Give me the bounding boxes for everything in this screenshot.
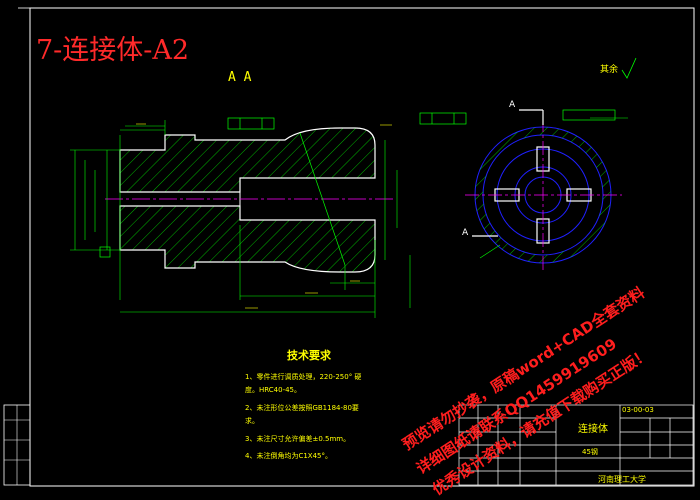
tech-req-heading: 技术要求	[287, 349, 331, 362]
tech-req-line-6: 4、未注倒角均为C1X45°。	[245, 452, 332, 460]
roughness-note: 其余	[600, 65, 619, 75]
section-view	[70, 112, 467, 318]
end-view	[465, 109, 628, 272]
title-block	[458, 404, 694, 486]
roughness-symbol	[621, 57, 637, 79]
section-marker-bottom: A	[462, 228, 469, 238]
drawing-number: 03-00-03	[622, 406, 654, 414]
tech-req-line-1: 1、零件进行调质处理，220-250° 硬	[245, 373, 362, 381]
section-marker-top: A	[509, 100, 516, 110]
university-name: 河南理工大学	[598, 475, 646, 484]
part-name: 连接体	[578, 424, 608, 435]
tech-req-line-2: 度。HRC40-45。	[245, 386, 302, 394]
drawing-title: 7-连接体-A2	[36, 35, 190, 66]
material: 45钢	[582, 448, 598, 456]
section-label: A A	[228, 70, 252, 85]
tech-req-line-3: 2、未注形位公差按照GB1184-80要	[245, 404, 359, 412]
tech-req-line-5: 3、未注尺寸允许偏差±0.5mm。	[245, 435, 351, 443]
tech-req-line-4: 求。	[245, 417, 259, 425]
drawing-border	[29, 7, 695, 487]
